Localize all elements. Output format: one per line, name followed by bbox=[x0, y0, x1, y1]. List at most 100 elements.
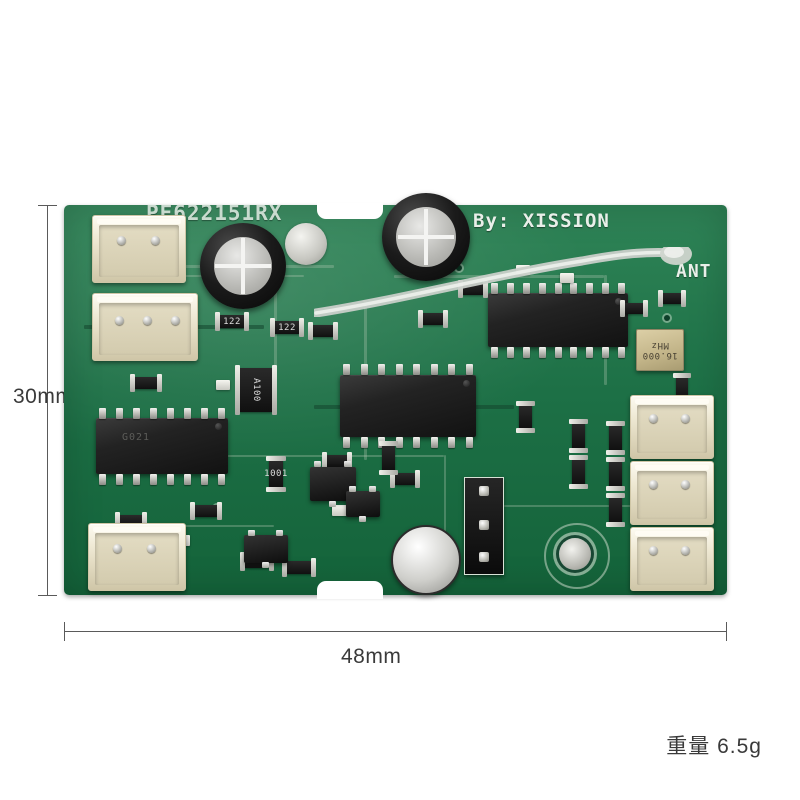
smd-resistor bbox=[569, 419, 588, 453]
mounting-pad bbox=[559, 538, 591, 570]
output-connector-2[interactable] bbox=[630, 461, 714, 525]
smd-capacitor bbox=[458, 280, 488, 298]
smd-marking: 1001 bbox=[264, 469, 288, 479]
smd-capacitor bbox=[390, 470, 420, 488]
connector-pin bbox=[649, 414, 658, 423]
weight-label: 重量 6.5g bbox=[666, 735, 762, 758]
smd-diode bbox=[560, 273, 574, 283]
connector-pin bbox=[681, 480, 690, 489]
smd-capacitor bbox=[190, 502, 222, 520]
smd-resistor bbox=[516, 401, 535, 433]
smd-marking: 122 bbox=[223, 316, 241, 327]
crystal-oscillator: 16.000 MHz bbox=[636, 329, 684, 371]
connector-pin bbox=[113, 544, 122, 553]
electrolytic-capacitor bbox=[200, 223, 286, 309]
smd-resistor bbox=[569, 455, 588, 489]
pcb-trace bbox=[124, 525, 274, 527]
smd-resistor bbox=[606, 457, 625, 491]
width-dimension-line bbox=[64, 631, 727, 632]
ic-leads-bottom bbox=[343, 437, 473, 448]
connector-lip bbox=[635, 531, 709, 536]
smd-capacitor bbox=[282, 558, 316, 577]
smd-resistor bbox=[606, 421, 625, 455]
connector-pin bbox=[649, 546, 658, 555]
electrolytic-capacitor bbox=[382, 193, 470, 281]
test-pad bbox=[285, 223, 327, 265]
ic-pin1-dimple bbox=[215, 423, 222, 430]
rf-ic-leads-top bbox=[491, 283, 625, 294]
pcb-trace bbox=[504, 505, 634, 507]
output-connector-1[interactable] bbox=[630, 395, 714, 459]
smd-diode bbox=[332, 505, 348, 516]
connector-pin bbox=[151, 236, 160, 245]
capacitor-vent-line bbox=[215, 264, 271, 268]
pcb-trace bbox=[444, 455, 446, 545]
smd-capacitor bbox=[130, 374, 162, 392]
smd-capacitor bbox=[658, 290, 686, 307]
main-ic bbox=[340, 375, 476, 437]
connector-pin bbox=[143, 316, 152, 325]
capacitor-vent-line bbox=[397, 235, 455, 239]
programming-header[interactable] bbox=[464, 477, 504, 575]
smd-resistor: 1001 bbox=[264, 456, 288, 492]
smd-capacitor bbox=[308, 322, 338, 340]
smd-capacitor bbox=[620, 300, 648, 317]
via-hole bbox=[664, 315, 670, 321]
smd-diode bbox=[516, 265, 530, 275]
aluminum-capacitor bbox=[391, 525, 461, 595]
resistor-a100: A100 bbox=[235, 365, 277, 415]
connector-pin bbox=[171, 316, 180, 325]
ground-ring bbox=[544, 523, 610, 589]
servo-connector-2[interactable] bbox=[92, 293, 198, 361]
board-notch-bottom bbox=[317, 581, 383, 599]
driver-ic: G021 bbox=[96, 418, 228, 474]
pcb-board: PE622151RX By: XISSION ANT G-V-G bbox=[64, 193, 727, 599]
ic-pin1-dimple bbox=[463, 380, 470, 387]
transistor bbox=[346, 486, 380, 522]
mosfet bbox=[244, 530, 288, 568]
connector-well bbox=[99, 225, 179, 277]
height-dimension-cap-top bbox=[38, 205, 57, 206]
connector-pin bbox=[681, 414, 690, 423]
driver-ic-leads-bottom bbox=[99, 474, 225, 485]
connector-pin bbox=[681, 546, 690, 555]
connector-lip bbox=[635, 465, 709, 470]
servo-connector-1[interactable] bbox=[92, 215, 186, 283]
connector-pin bbox=[117, 236, 126, 245]
connector-pin bbox=[649, 480, 658, 489]
output-connector-3[interactable] bbox=[630, 527, 714, 591]
smd-resistor bbox=[606, 493, 625, 527]
smd-capacitor bbox=[418, 310, 448, 328]
rf-ic bbox=[488, 293, 628, 347]
board-notch-top bbox=[317, 203, 383, 219]
pcb-trace bbox=[184, 455, 444, 457]
smd-marking: 122 bbox=[278, 322, 296, 333]
connector-lip bbox=[635, 399, 709, 404]
connector-well bbox=[637, 471, 707, 519]
connector-well bbox=[637, 537, 707, 585]
width-dimension-label: 48mm bbox=[341, 645, 402, 668]
width-dimension-cap-left bbox=[64, 622, 65, 641]
silkscreen-brand: By: XISSION bbox=[473, 210, 610, 232]
height-dimension-cap-bottom bbox=[38, 595, 57, 596]
smd-resistor: 122 bbox=[270, 318, 304, 337]
height-dimension-line bbox=[47, 205, 48, 595]
smd-resistor: 122 bbox=[215, 312, 249, 331]
driver-ic-leads-top bbox=[99, 408, 225, 419]
resistor-marking: A100 bbox=[251, 378, 261, 402]
smd-diode bbox=[216, 380, 230, 390]
height-dimension-label: 30mm bbox=[13, 385, 74, 408]
connector-lip bbox=[97, 219, 181, 224]
connector-lip bbox=[93, 527, 181, 532]
servo-connector-3[interactable] bbox=[88, 523, 186, 591]
connector-well bbox=[99, 303, 191, 355]
connector-pin bbox=[115, 316, 124, 325]
rf-ic-leads-bottom bbox=[491, 347, 625, 358]
smd-resistor bbox=[379, 441, 398, 475]
ic-marking: G021 bbox=[122, 432, 151, 443]
connector-well bbox=[637, 405, 707, 453]
pcb-trace bbox=[274, 275, 277, 395]
connector-pin bbox=[147, 544, 156, 553]
silkscreen-antenna-label: ANT bbox=[676, 261, 712, 282]
